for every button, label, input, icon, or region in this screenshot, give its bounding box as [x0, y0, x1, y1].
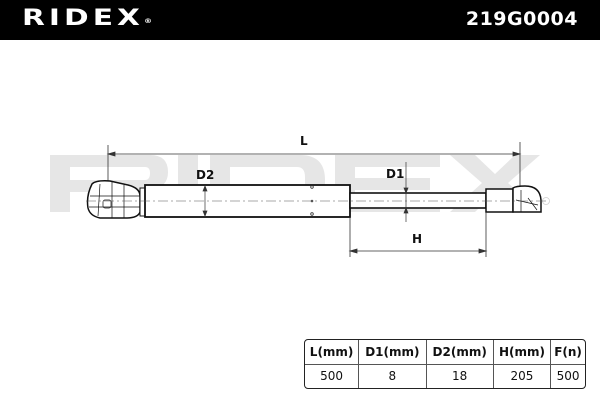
- spec-value-row: 500 8 18 205 500: [305, 364, 585, 388]
- label-d1: D1: [386, 167, 405, 181]
- right-end-fitting: [485, 185, 550, 213]
- header-length: L(mm): [305, 340, 360, 365]
- spec-table: L(mm) D1(mm) D2(mm) H(mm) F(n) 500 8 18 …: [304, 339, 586, 389]
- header-d2: D2(mm): [426, 340, 494, 365]
- value-force: 500: [556, 369, 580, 384]
- left-end-fitting: [86, 180, 147, 219]
- label-h: H: [412, 232, 423, 246]
- label-l: L: [300, 134, 308, 148]
- d2-dimension: [202, 185, 208, 217]
- value-length: 500: [305, 364, 360, 388]
- piston-rod: [349, 192, 487, 209]
- header-stroke: H(mm): [493, 340, 552, 365]
- header-bar: RIDEX® 219G0004: [0, 0, 600, 40]
- registered-mark: ®: [144, 18, 153, 25]
- stroke-dimension: [348, 212, 488, 257]
- value-stroke: 205: [493, 364, 552, 388]
- value-d2: 18: [426, 364, 494, 388]
- header-d1: D1(mm): [358, 340, 427, 365]
- brand-name: RIDEX: [22, 6, 145, 31]
- d1-dimension: [403, 162, 409, 222]
- cylinder-body: [144, 184, 351, 218]
- label-d2: D2: [196, 168, 215, 182]
- part-number: 219G0004: [465, 8, 578, 30]
- spec-header-row: L(mm) D1(mm) D2(mm) H(mm) F(n): [305, 340, 585, 365]
- brand-logo: RIDEX®: [22, 6, 152, 31]
- value-d1: 8: [358, 364, 427, 388]
- header-force: F(n): [550, 340, 585, 365]
